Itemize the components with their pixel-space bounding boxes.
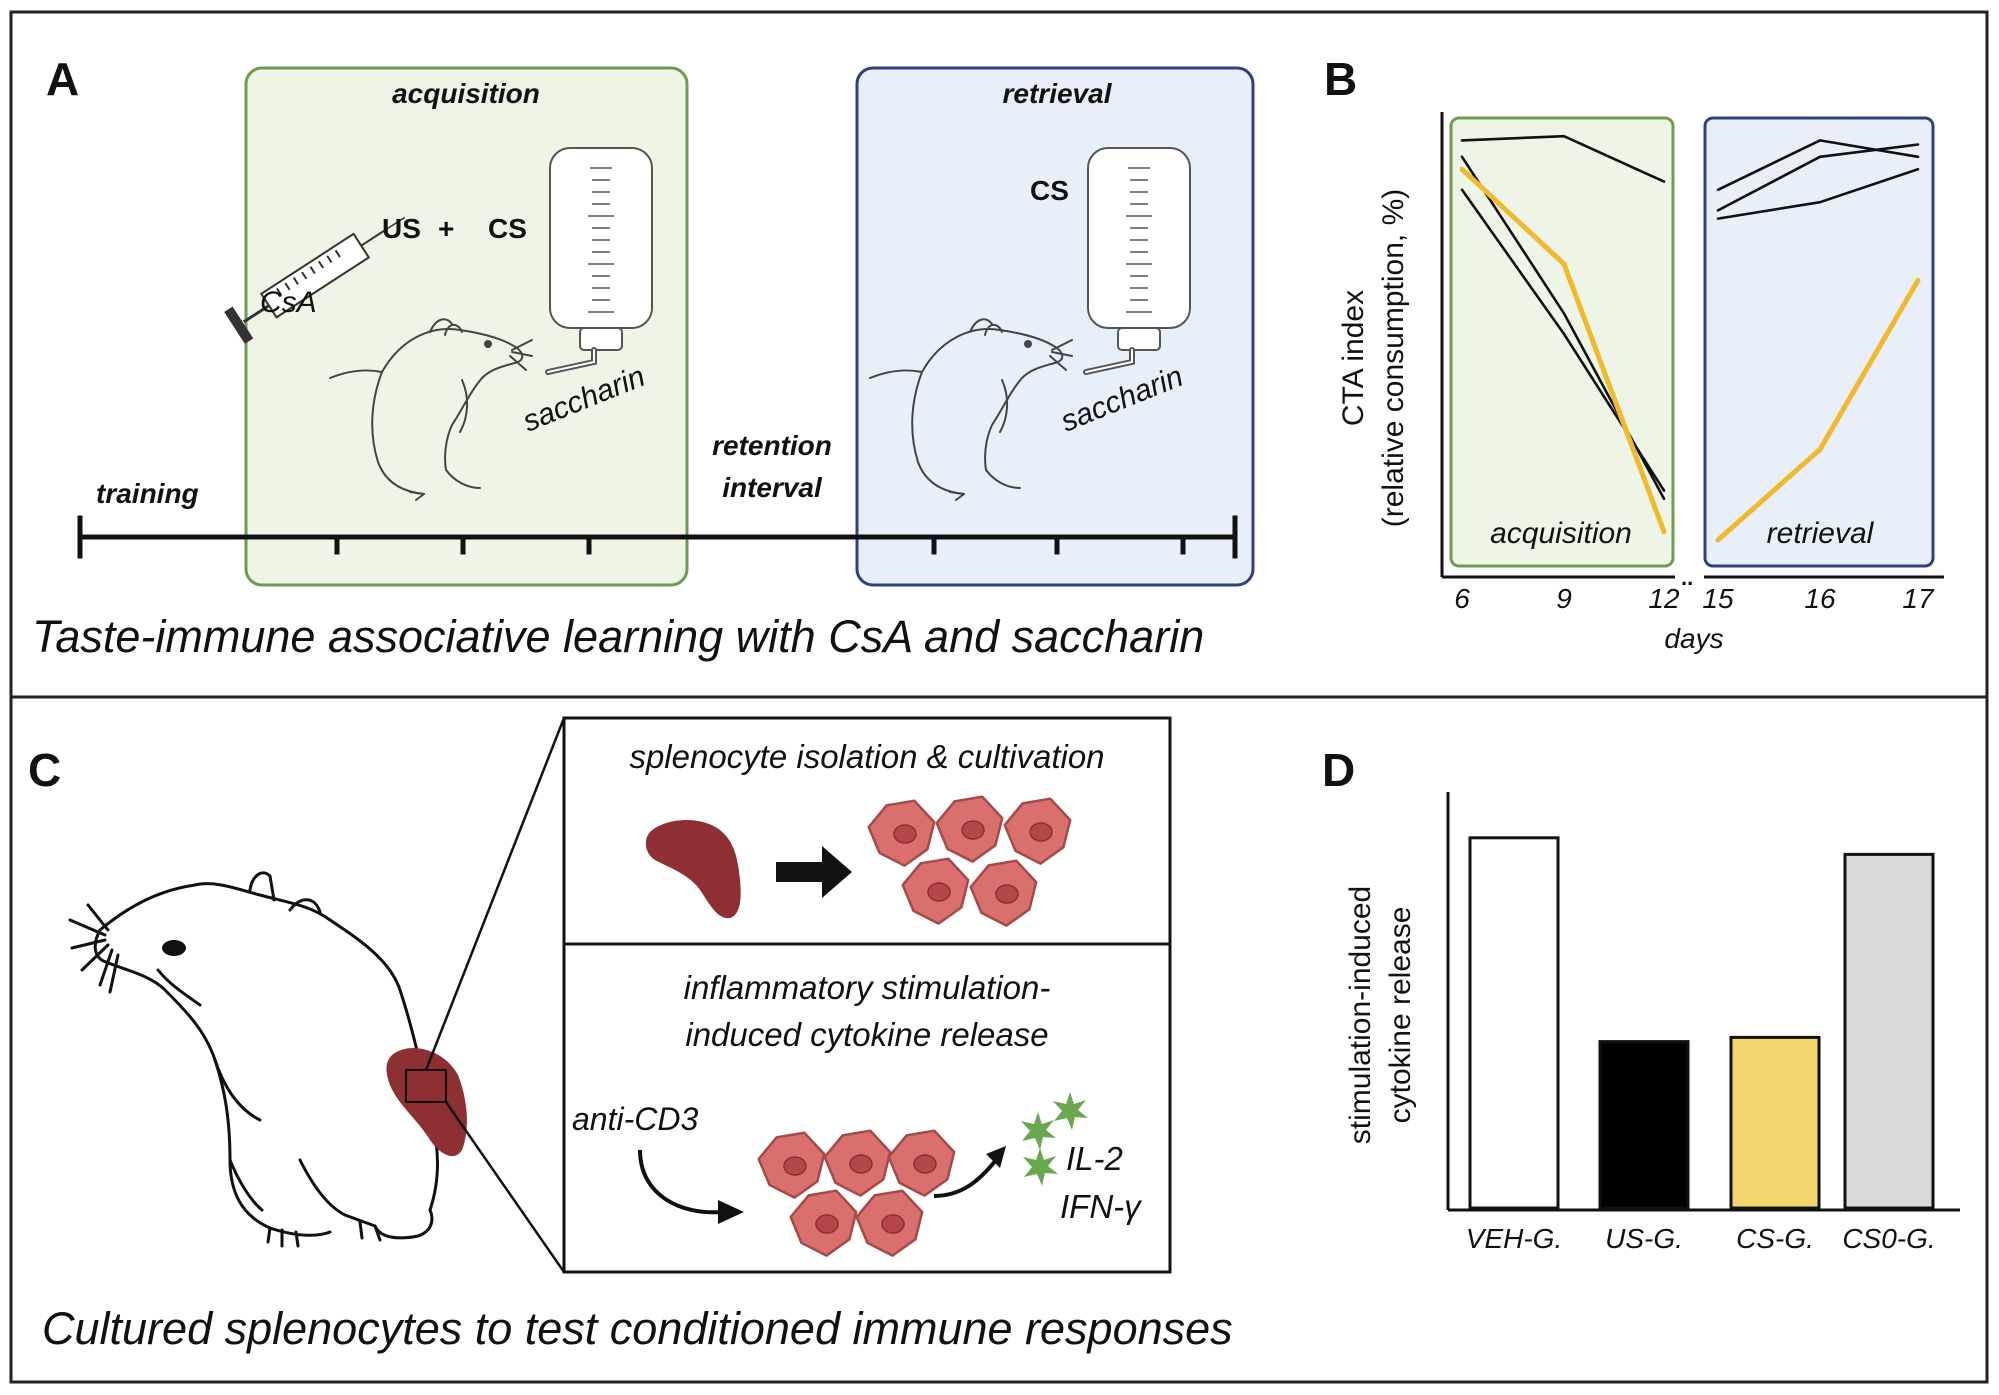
bar-usg bbox=[1598, 1040, 1690, 1210]
anti-cd3-arrowhead-icon bbox=[718, 1200, 744, 1224]
acquisition-phase-label: acquisition bbox=[1490, 517, 1632, 550]
splenocyte-cluster-isolation bbox=[867, 795, 1072, 927]
panel-b-ylabel-line1: CTA index bbox=[1337, 290, 1370, 426]
plus-sign: + bbox=[438, 213, 454, 244]
spleen-icon bbox=[645, 820, 741, 919]
training-label: training bbox=[96, 478, 199, 509]
acquisition-title: acquisition bbox=[392, 78, 540, 109]
ifn-gamma-label: IFN-γ bbox=[1060, 1188, 1143, 1225]
release-arrow-icon bbox=[933, 1158, 998, 1198]
anti-cd3-label: anti-CD3 bbox=[572, 1101, 698, 1137]
splenocyte-icon bbox=[757, 1131, 826, 1199]
syringe-icon bbox=[224, 216, 406, 344]
panel-d-letter: D bbox=[1322, 744, 1355, 796]
process-arrow-icon bbox=[776, 846, 852, 898]
bar-label-vehg: VEH-G. bbox=[1466, 1223, 1562, 1254]
bar-csg bbox=[1729, 1035, 1821, 1210]
rat-acquisition-icon bbox=[329, 318, 533, 501]
cta-x-tick-labels: 6 9 12 15 16 17 bbox=[1454, 583, 1935, 614]
cta-line-series-1 bbox=[1460, 134, 1666, 183]
cs-label: CS bbox=[488, 213, 527, 244]
panel-d-ylabel-line1: stimulation-induced bbox=[1344, 886, 1377, 1144]
splenocyte-icon bbox=[901, 857, 970, 925]
us-label: US bbox=[382, 213, 421, 244]
panel-a-letter: A bbox=[46, 53, 79, 105]
retrieval-title: retrieval bbox=[1003, 78, 1113, 109]
retrieval-box bbox=[855, 66, 1255, 587]
splenocyte-cluster-stimulated bbox=[757, 1129, 956, 1257]
panel-c-caption: Cultured splenocytes to test conditioned… bbox=[42, 1303, 1233, 1354]
acquisition-phase-box bbox=[1449, 116, 1675, 568]
retrieval-phase-box bbox=[1703, 116, 1935, 568]
zoom-line-bottom bbox=[444, 1101, 566, 1273]
stimulation-title-line2: induced cytokine release bbox=[685, 1016, 1048, 1053]
panel-c-letter: C bbox=[28, 744, 61, 796]
cta-lines bbox=[1459, 134, 1921, 543]
x-tick-label-15: 15 bbox=[1702, 583, 1734, 614]
splenocyte-icon bbox=[887, 1129, 956, 1197]
bar-cs0g bbox=[1843, 852, 1935, 1210]
retrieval-phase-label: retrieval bbox=[1767, 517, 1875, 550]
rat-retrieval-icon bbox=[869, 318, 1073, 501]
rat-large-icon bbox=[68, 871, 439, 1248]
cytokine-icon bbox=[1021, 1092, 1088, 1186]
panel-b-xlabel: days bbox=[1664, 623, 1723, 654]
x-tick-label-17: 17 bbox=[1902, 583, 1935, 614]
anti-cd3-arrow-icon bbox=[638, 1149, 723, 1215]
cytokine-bars: VEH-G. US-G. CS-G. CS0-G. bbox=[1466, 836, 1936, 1254]
cta-line-series-5 bbox=[1716, 139, 1920, 192]
panel-d-ylabel-line2: cytokine release bbox=[1384, 907, 1417, 1124]
splenocyte-icon bbox=[867, 799, 936, 867]
bar-label-csg: CS-G. bbox=[1736, 1223, 1814, 1254]
bottle-acquisition-icon bbox=[545, 147, 653, 375]
panel-b-ylabel-line2: (relative consumption, %) bbox=[1377, 189, 1410, 527]
cta-line-series-6 bbox=[1716, 143, 1920, 212]
bar-label-usg: US-G. bbox=[1605, 1223, 1683, 1254]
splenocyte-icon bbox=[855, 1189, 924, 1257]
cs-label-retrieval: CS bbox=[1030, 175, 1069, 206]
retention-label-line2: interval bbox=[722, 472, 823, 503]
cta-line-series-4 bbox=[1459, 166, 1667, 535]
isolation-title: splenocyte isolation & cultivation bbox=[629, 738, 1104, 775]
splenocyte-icon bbox=[935, 795, 1004, 863]
release-arrowhead-icon bbox=[986, 1146, 1006, 1168]
zoom-line-top bbox=[424, 717, 566, 1071]
panel-a-caption: Taste-immune associative learning with C… bbox=[32, 611, 1204, 662]
splenocyte-icon bbox=[1003, 797, 1072, 865]
retention-label-line1: retention bbox=[712, 430, 832, 461]
cta-line-series-7 bbox=[1716, 167, 1920, 220]
x-tick-label-9: 9 bbox=[1556, 583, 1572, 614]
x-tick-label-16: 16 bbox=[1804, 583, 1836, 614]
csa-label: CsA bbox=[260, 286, 317, 319]
stimulation-title-line1: inflammatory stimulation- bbox=[684, 969, 1051, 1006]
timeline-axis bbox=[77, 515, 1238, 559]
x-tick-label-6: 6 bbox=[1454, 583, 1470, 614]
bottle-retrieval-icon bbox=[1083, 147, 1191, 375]
bar-vehg bbox=[1468, 836, 1560, 1210]
bar-label-cs0g: CS0-G. bbox=[1842, 1223, 1935, 1254]
il2-label: IL-2 bbox=[1066, 1140, 1123, 1177]
rat-eye-icon bbox=[162, 940, 186, 956]
x-tick-label-12: 12 bbox=[1648, 583, 1680, 614]
axis-break-mark: .. bbox=[1681, 565, 1693, 590]
splenocyte-icon bbox=[969, 859, 1038, 927]
panel-b-letter: B bbox=[1324, 53, 1357, 105]
splenocyte-icon bbox=[789, 1189, 858, 1257]
cta-line-series-8 bbox=[1715, 277, 1921, 543]
splenocyte-icon bbox=[823, 1129, 892, 1197]
